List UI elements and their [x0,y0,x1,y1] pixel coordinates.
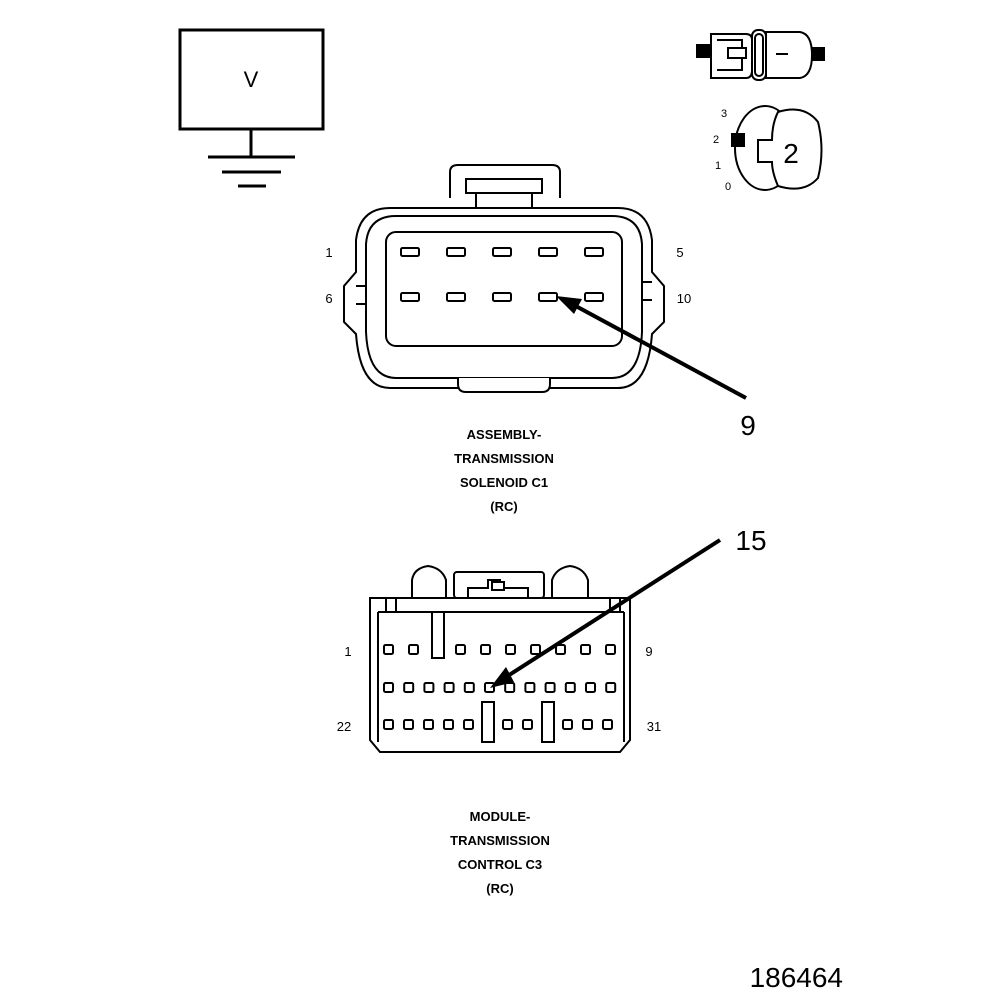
c3-pin-cavity [403,719,414,730]
c3-pin-label-9: 9 [645,644,652,659]
callout-label-9: 9 [740,410,756,441]
c1-pin-label-10: 10 [677,291,691,306]
voltmeter: V [178,28,325,188]
connector-c3 [369,564,631,753]
selector-position-3: 3 [721,108,727,120]
callout-arrow-15 [490,538,722,688]
voltmeter-symbol: V [244,67,259,92]
c3-pin-cavity [522,719,533,730]
c3-pin-cavity [443,719,454,730]
c1-caption-line-1: ASSEMBLY- [467,427,542,442]
voltmeter-box [178,28,325,131]
c3-pin-cavity [602,719,613,730]
c3-pin-label-31: 31 [647,719,661,734]
c3-pin-cavity [455,644,466,655]
c3-pin-cavity [544,682,556,693]
c3-pin-cavity [383,682,394,693]
c3-pin-cavity [423,719,434,730]
c1-pin-cavity [400,292,420,302]
c1-pin-cavity [446,292,466,302]
c3-pin-cavity [484,682,495,693]
c3-pin-cavity [502,719,513,730]
c1-pin-label-6: 6 [325,291,332,306]
c3-pin-label-22: 22 [337,719,351,734]
c3-caption-line-1: MODULE- [470,809,531,824]
c1-pin-cavity [492,247,512,257]
test-probe-icon [696,29,825,81]
c3-pin-cavity [403,682,415,693]
c1-pin-cavity [584,247,604,257]
c3-caption-line-4: (RC) [486,881,513,896]
c3-pin-cavity [564,682,576,693]
c1-caption-line-3: SOLENOID C1 [460,475,548,490]
figure-id: 186464 [750,962,843,993]
callout-label-15: 15 [735,525,766,556]
c3-pin-cavity [504,682,516,693]
c1-pin-cavity [584,292,604,302]
c3-pin-label-1: 1 [344,644,351,659]
c3-caption-line-2: TRANSMISSION [450,833,550,848]
c3-pin-cavity [423,682,435,693]
c3-pin-cavity [530,644,541,655]
c3-pin-grid [383,644,617,730]
c1-pin-cavity [400,247,420,257]
c3-pin-cavity [582,719,593,730]
c3-pin-cavity [505,644,516,655]
c3-pin-cavity [585,682,596,693]
c3-pin-cavity [605,644,616,655]
c1-pin-label-5: 5 [676,245,683,260]
c1-pin-grid [400,247,604,302]
c1-caption-line-2: TRANSMISSION [454,451,554,466]
ground-icon [208,155,295,188]
c3-pin-cavity [580,644,591,655]
selector-position-2: 2 [713,134,719,146]
connector-c1 [343,164,665,393]
c1-pin-cavity [538,247,558,257]
selector-dial-icon [731,105,823,191]
c3-caption-line-3: CONTROL C3 [458,857,542,872]
c1-pin-cavity [492,292,512,302]
c3-pin-cavity [463,682,475,693]
c3-pin-cavity [463,719,474,730]
selector-position-0: 0 [725,181,731,193]
selector-selected-value: 2 [783,138,799,169]
rotary-selector: 3 2 1 0 2 [713,105,823,193]
c3-pin-cavity [524,682,536,693]
c3-caption: MODULE- TRANSMISSION CONTROL C3 (RC) [450,809,550,896]
callout-arrow-9 [556,296,747,400]
c1-caption-line-4: (RC) [490,499,517,514]
c3-pin-cavity [383,719,394,730]
c1-pin-label-1: 1 [325,245,332,260]
c1-pin-cavity [538,292,558,302]
c1-pin-cavity [446,247,466,257]
c3-pin-cavity [408,644,419,655]
c1-caption: ASSEMBLY- TRANSMISSION SOLENOID C1 (RC) [454,427,554,514]
c3-pin-cavity [555,644,566,655]
c3-pin-cavity [605,682,617,693]
c3-pin-cavity [383,644,394,655]
c3-pin-cavity [480,644,491,655]
c3-pin-cavity [443,682,455,693]
c3-pin-cavity [562,719,573,730]
selector-position-1: 1 [715,160,721,172]
